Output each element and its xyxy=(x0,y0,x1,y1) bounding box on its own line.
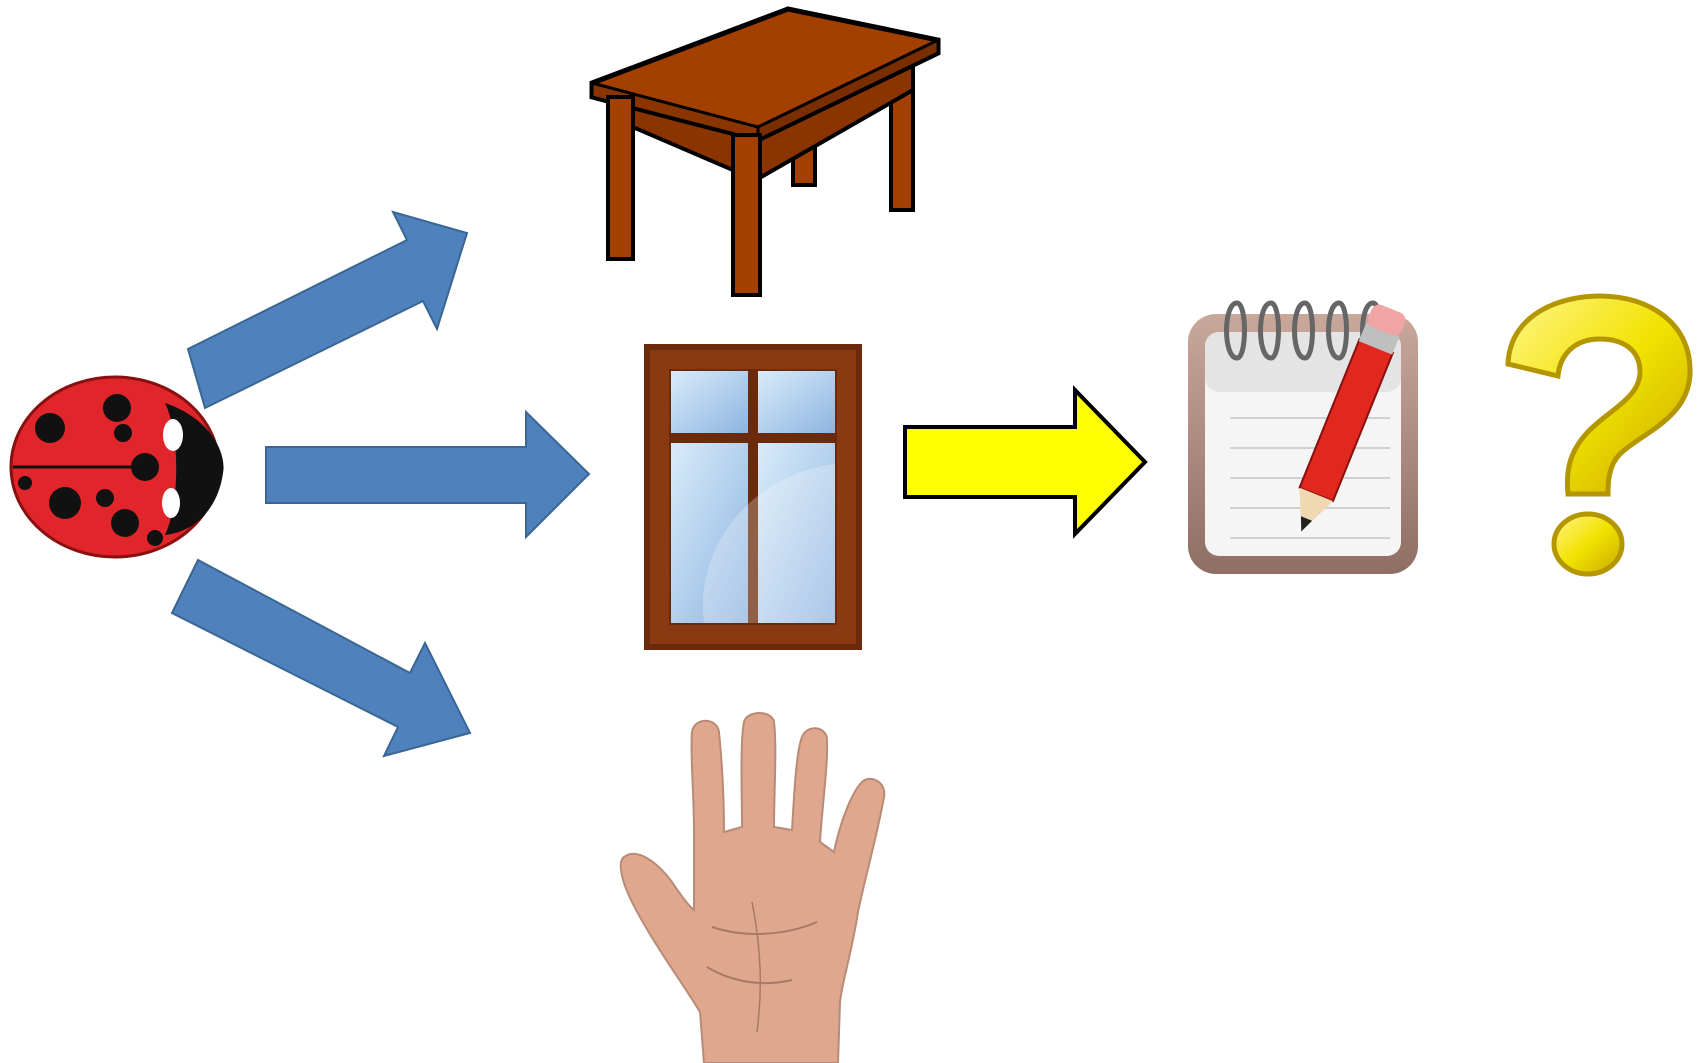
notepad-pencil-icon xyxy=(1185,298,1428,578)
arrow-ladybug-to-window xyxy=(264,409,591,540)
question-mark-icon xyxy=(1500,293,1695,580)
table-icon xyxy=(588,5,941,297)
arrow-window-to-notepad xyxy=(903,385,1148,539)
window-icon xyxy=(644,344,862,650)
hand-icon xyxy=(612,712,894,1063)
arrow-ladybug-to-table xyxy=(185,210,470,410)
ladybug-icon xyxy=(5,373,227,561)
arrow-ladybug-to-hand xyxy=(170,558,472,758)
